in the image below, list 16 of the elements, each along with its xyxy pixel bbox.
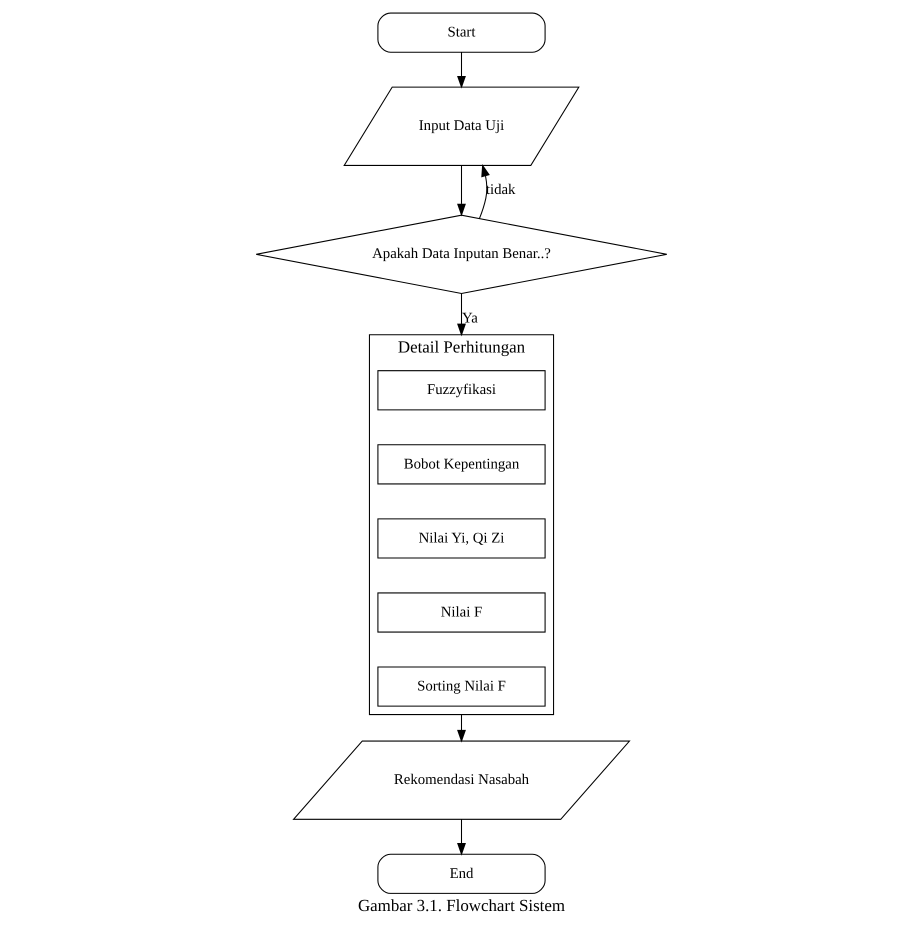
node-box: Nilai F — [376, 592, 546, 633]
node-box: Nilai Yi, Qi Zi — [376, 518, 546, 559]
caption: Gambar 3.1. Flowchart Sistem — [357, 896, 565, 916]
node-box: Sorting Nilai F — [376, 666, 546, 707]
node-box: Bobot Kepentingan — [376, 444, 546, 484]
arrow — [456, 52, 466, 89]
node-box: Fuzzyfikasi — [376, 370, 546, 410]
arrow — [456, 165, 466, 216]
node-diamond: Apakah Data Inputan Benar..? — [255, 214, 667, 294]
node-box: End — [376, 854, 546, 894]
arrow — [456, 820, 466, 856]
arrow — [456, 294, 466, 336]
node-box: Start — [376, 12, 546, 53]
arrow — [456, 714, 466, 743]
arrow — [478, 164, 490, 219]
edge-label: Ya — [462, 310, 478, 326]
